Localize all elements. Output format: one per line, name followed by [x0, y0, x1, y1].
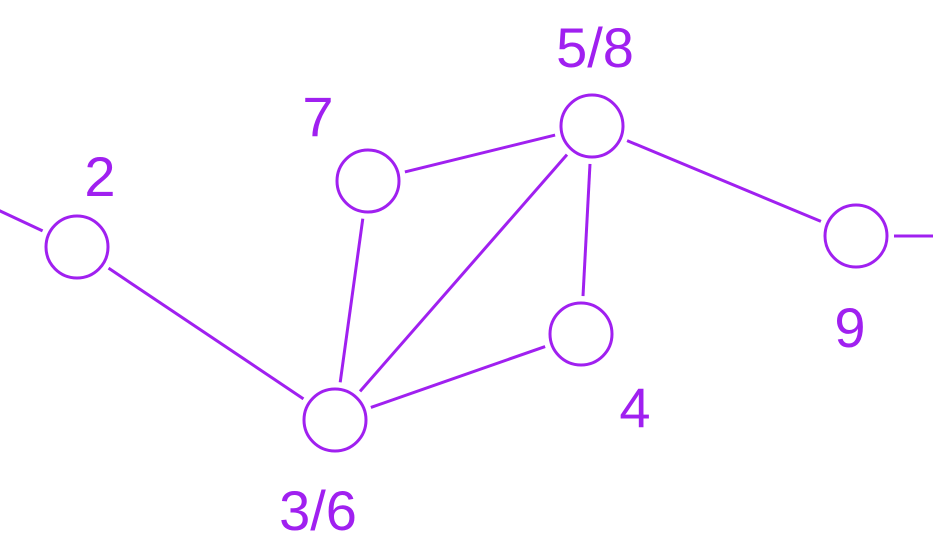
node-label-n9: 9	[834, 296, 865, 359]
edge-n2-n36	[107, 266, 305, 401]
node-n2	[44, 214, 110, 280]
edges-group	[0, 133, 933, 409]
node-label-n36: 3/6	[279, 479, 357, 542]
labels-group: 2 3/6 7 5/8 4 9	[84, 16, 865, 542]
edge-n58-n4	[581, 163, 592, 297]
node-n4	[548, 301, 614, 367]
node-label-n58: 5/8	[556, 16, 634, 79]
node-label-n2: 2	[84, 145, 115, 208]
nodes-group	[44, 93, 889, 453]
edge-n7-n58	[404, 133, 556, 174]
node-n7	[335, 148, 401, 214]
edge-n36-n4	[370, 345, 546, 409]
edge-n36-n58	[358, 153, 569, 393]
edge-n58-n9	[626, 139, 822, 223]
node-label-n7: 7	[302, 85, 333, 148]
node-label-n4: 4	[619, 376, 650, 439]
node-n58	[559, 93, 625, 159]
node-n36	[302, 387, 368, 453]
edge-offscreen-left-n2	[0, 209, 44, 233]
node-n9	[823, 203, 889, 269]
edge-n36-n7	[338, 218, 365, 383]
